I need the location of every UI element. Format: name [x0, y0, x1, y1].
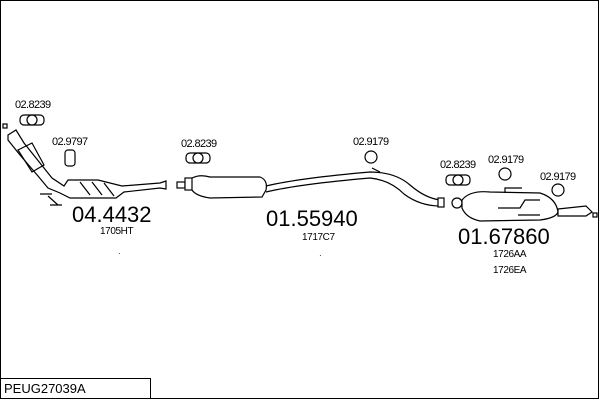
rubber-mount-icon[interactable] — [498, 167, 512, 181]
rubber-mount-icon[interactable] — [364, 150, 378, 164]
clamp-icon[interactable] — [19, 114, 45, 126]
part-ref: 1726EA — [493, 265, 527, 276]
clamp-icon[interactable] — [185, 152, 211, 164]
accessory-number: 02.8239 — [15, 99, 51, 111]
part-number: 01.55940 — [266, 206, 358, 231]
middle-silencer-part[interactable] — [176, 167, 445, 208]
hanger-icon[interactable] — [64, 149, 76, 167]
clamp-icon[interactable] — [445, 174, 471, 186]
accessory-number: 02.8239 — [440, 159, 476, 171]
dot-mark: · — [319, 251, 322, 260]
front-pipe-catalyst-part[interactable] — [2, 123, 167, 206]
rubber-mount-icon[interactable] — [551, 183, 565, 197]
diagram-code: PEUG27039A — [4, 381, 86, 396]
accessory-number: 02.9179 — [353, 136, 389, 148]
accessory-number: 02.8239 — [181, 138, 217, 150]
accessory-number: 02.9179 — [540, 171, 576, 183]
dot-mark: · — [118, 249, 121, 258]
accessory-number: 02.9179 — [488, 154, 524, 166]
part-ref: 1705HT — [100, 226, 133, 237]
accessory-number: 02.9797 — [52, 136, 88, 148]
part-number: 04.4432 — [72, 202, 152, 227]
diagram-code-box — [0, 378, 151, 399]
part-ref: 1726AA — [493, 249, 527, 260]
rear-silencer-part[interactable] — [451, 187, 598, 222]
part-ref: 1717C7 — [302, 232, 335, 243]
part-number: 01.67860 — [458, 224, 550, 249]
